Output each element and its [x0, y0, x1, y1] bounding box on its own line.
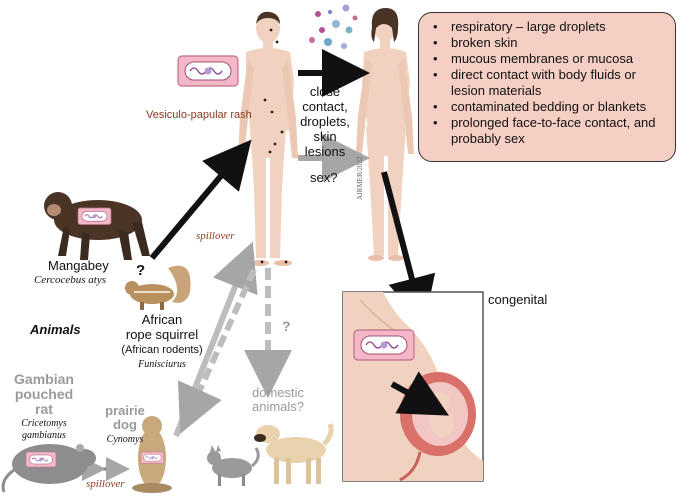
route-item: mucous membranes or mucosa [429, 51, 667, 67]
congenital-arrow [381, 171, 436, 326]
animals-heading: Animals [30, 322, 81, 337]
dog-icon [254, 423, 334, 484]
close-contact-label: close contact, droplets, skin lesions [300, 84, 350, 159]
sex-label: sex? [310, 170, 338, 185]
route-item: direct contact with body fluids or lesio… [429, 67, 667, 99]
rash-label: Vesiculo-papular rash [146, 109, 252, 121]
squirrel-note: (African rodents) [121, 344, 203, 356]
route-item: prolonged face-to-face contact, and prob… [429, 115, 667, 147]
watermark-label: AJRMER/2022 [356, 156, 364, 200]
mangabey-icon [44, 192, 150, 260]
transmission-routes-list: respiratory – large dropletsbroken skinm… [429, 19, 667, 147]
congenital-label: congenital [488, 292, 548, 307]
rodent-spillover-label: spillover [86, 478, 125, 490]
mangabey-virus-icon [77, 207, 112, 225]
prairie-dog-virus-icon [140, 451, 165, 464]
spillover-arrow [149, 139, 252, 260]
panel-virus-icon [353, 329, 415, 361]
mangabey-latin-name: Cercocebus atys [34, 274, 106, 286]
mangabey-question-mark: ? [136, 262, 146, 279]
gambian-rat-icon [1, 444, 96, 493]
squirrel-latin-name: Funisciurus [138, 359, 186, 370]
domestic-animals-label: domestic animals? [251, 385, 305, 414]
domestic-question-mark: ? [282, 318, 291, 334]
placenta-arrow [390, 371, 449, 416]
route-item: contaminated bedding or blankets [429, 99, 667, 115]
route-item: broken skin [429, 35, 667, 51]
prairie-dog-latin-name: Cynomys [106, 434, 144, 445]
infected-person-figure [238, 11, 298, 266]
spillover-label: spillover [196, 230, 235, 242]
contact-person-figure [356, 8, 414, 261]
rat-name: Gambian pouched rat [14, 371, 74, 417]
transmission-routes-box: respiratory – large dropletsbroken skinm… [418, 12, 676, 162]
squirrel-name: African rope squirrel [125, 312, 199, 342]
cat-icon [207, 445, 260, 486]
human-to-prairie-dog-arrow [177, 268, 257, 434]
virus-icon [177, 55, 239, 87]
prairie-dog-name: prairie dog [105, 403, 145, 432]
mangabey-name: Mangabey [48, 258, 109, 273]
respiratory-droplets-icon [309, 4, 358, 49]
rope-squirrel-icon [125, 265, 191, 310]
rat-latin-name: Cricetomys gambianus [21, 418, 67, 441]
route-item: respiratory – large droplets [429, 19, 667, 35]
rat-virus-icon [25, 451, 57, 468]
